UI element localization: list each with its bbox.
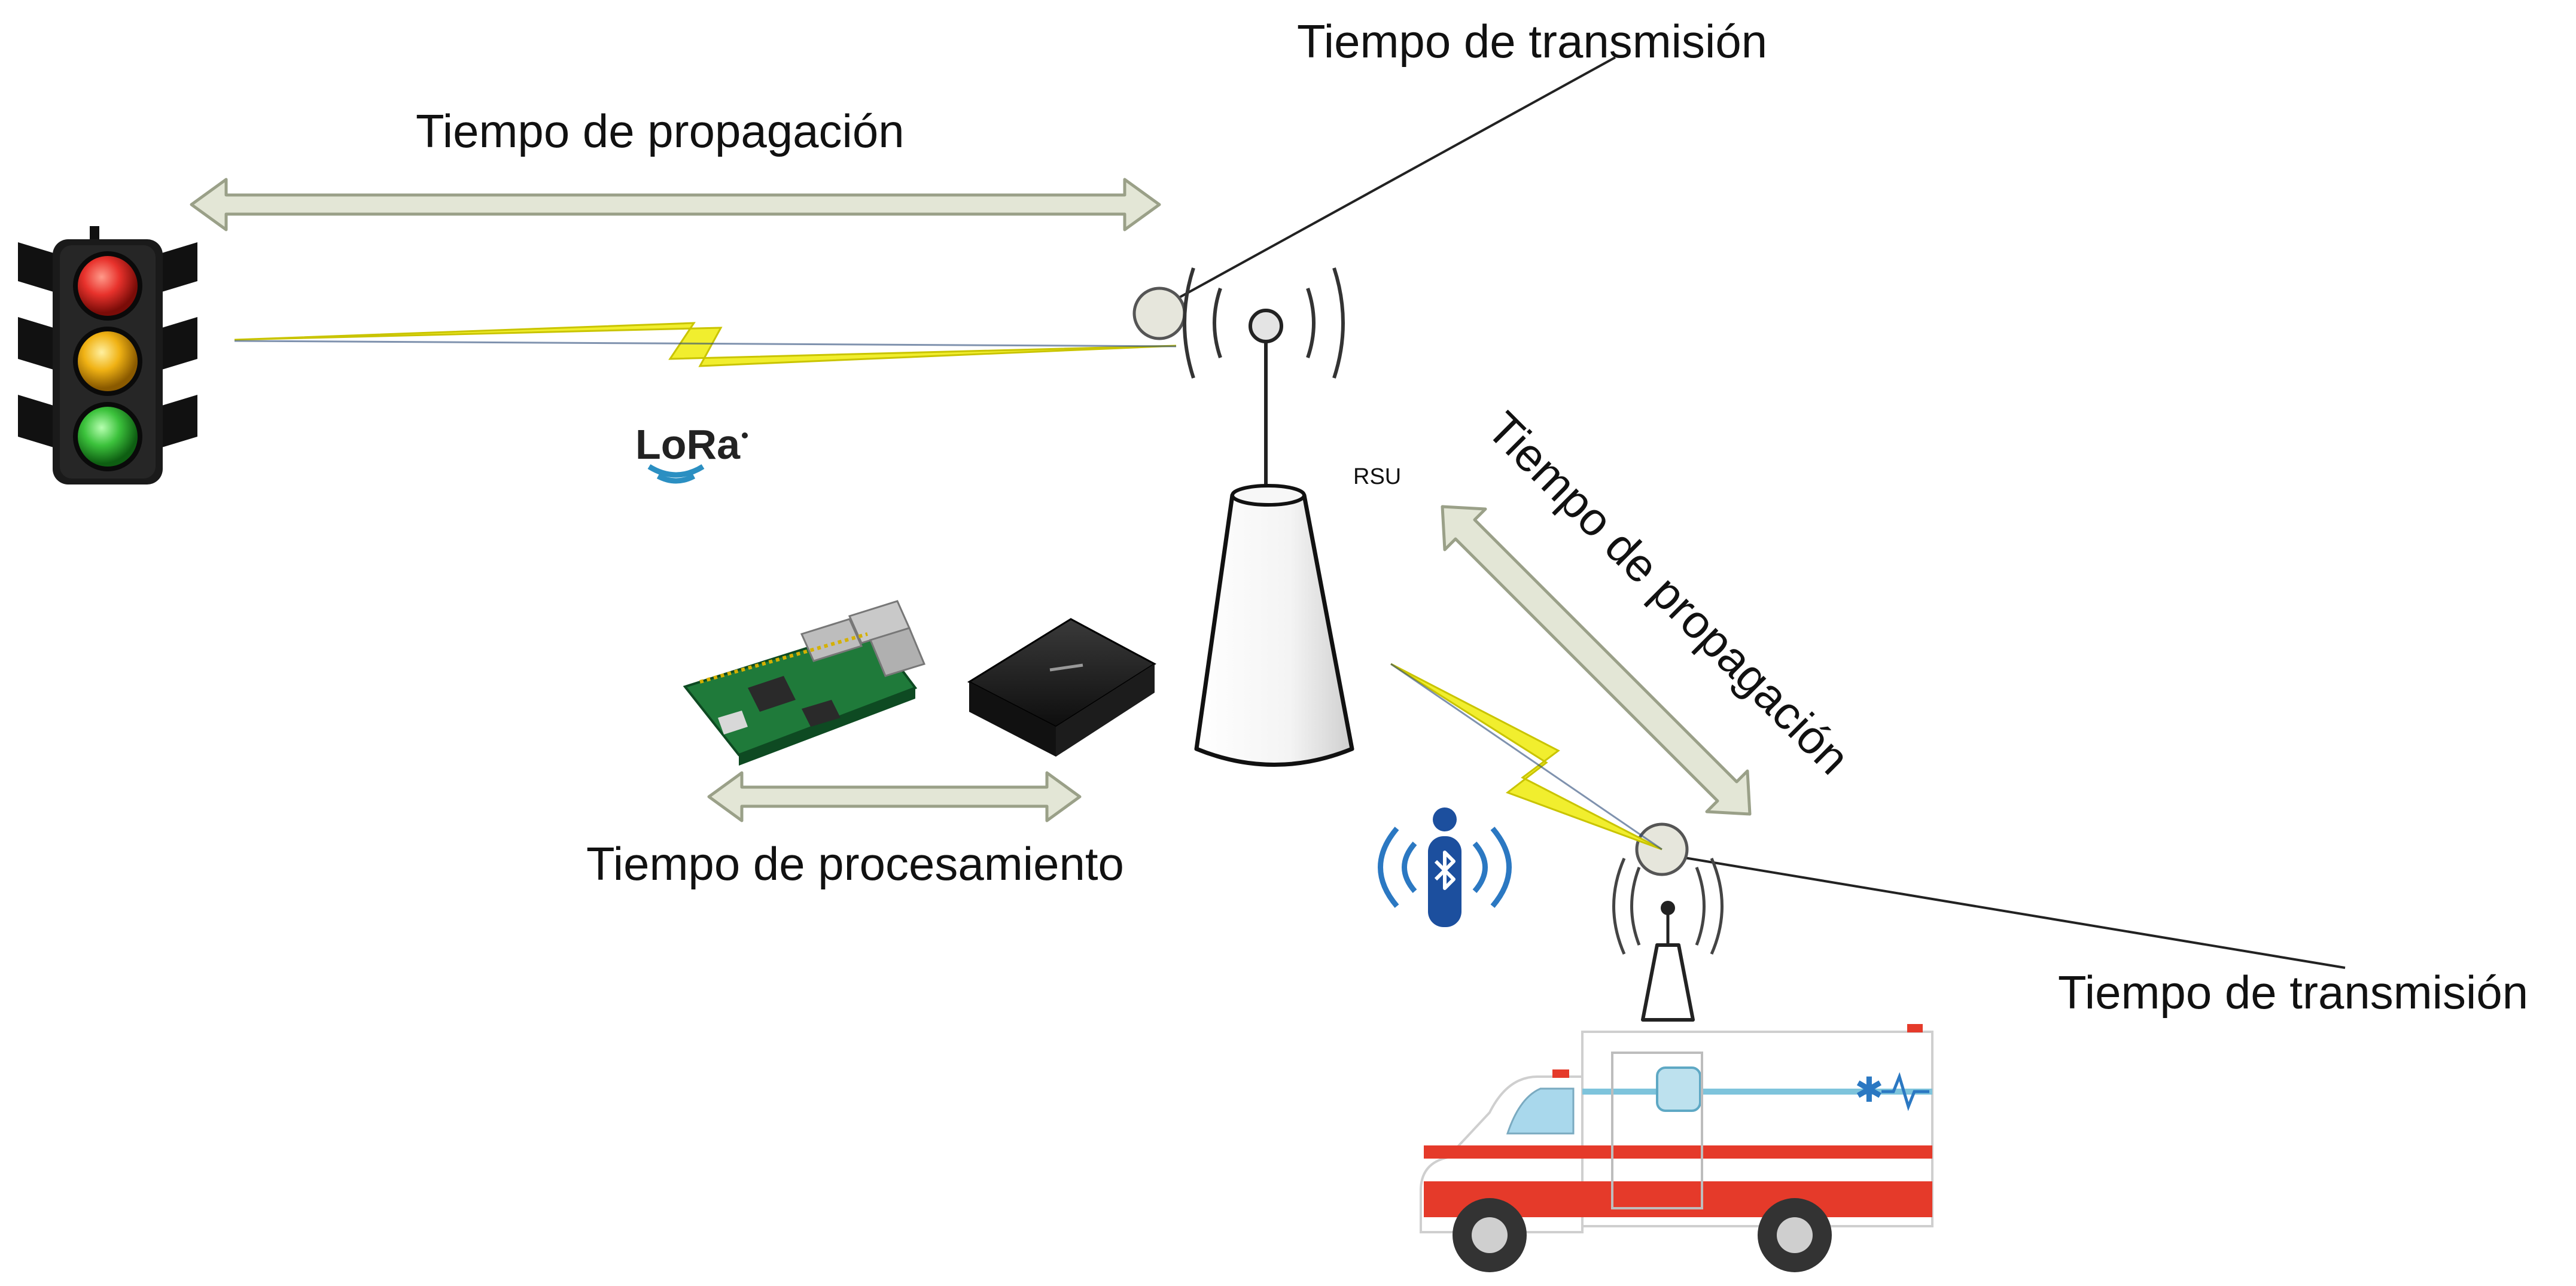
traffic-light-icon — [18, 226, 197, 484]
propagation-arrow-top — [190, 178, 1161, 231]
ambulance-text: AMBULANCE — [1756, 1160, 1833, 1174]
mini-pc-box-icon — [967, 618, 1156, 757]
ambulance-icon: ✱ AMBULANCE — [1420, 1024, 1933, 1272]
processing-label: Tiempo de procesamiento — [586, 837, 1124, 890]
rsu-tower-icon — [1183, 267, 1354, 767]
lora-logo-text: LoRa — [635, 421, 741, 468]
transmission-point-top — [1132, 287, 1186, 340]
bluetooth-icon — [1378, 807, 1512, 927]
propagation-arrow-diagonal — [1441, 505, 1752, 816]
transmission-leader-lines — [1154, 56, 2346, 969]
processing-arrow — [707, 771, 1082, 822]
rsu-label: RSU — [1353, 464, 1402, 489]
lora-link-lightning — [234, 322, 1177, 367]
transmission-label-bottom: Tiempo de transmisión — [2058, 966, 2529, 1019]
lora-logo-icon: LoRa — [635, 421, 748, 484]
transmission-label-top: Tiempo de transmisión — [1297, 15, 1768, 68]
propagation-label-top: Tiempo de propagación — [416, 105, 905, 157]
star-of-life-icon: ✱ — [1855, 1069, 1884, 1110]
vehicle-antenna-icon — [1612, 857, 1724, 1022]
bluetooth-link-lightning — [1390, 663, 1662, 851]
raspberry-pi-board-icon — [683, 600, 926, 766]
